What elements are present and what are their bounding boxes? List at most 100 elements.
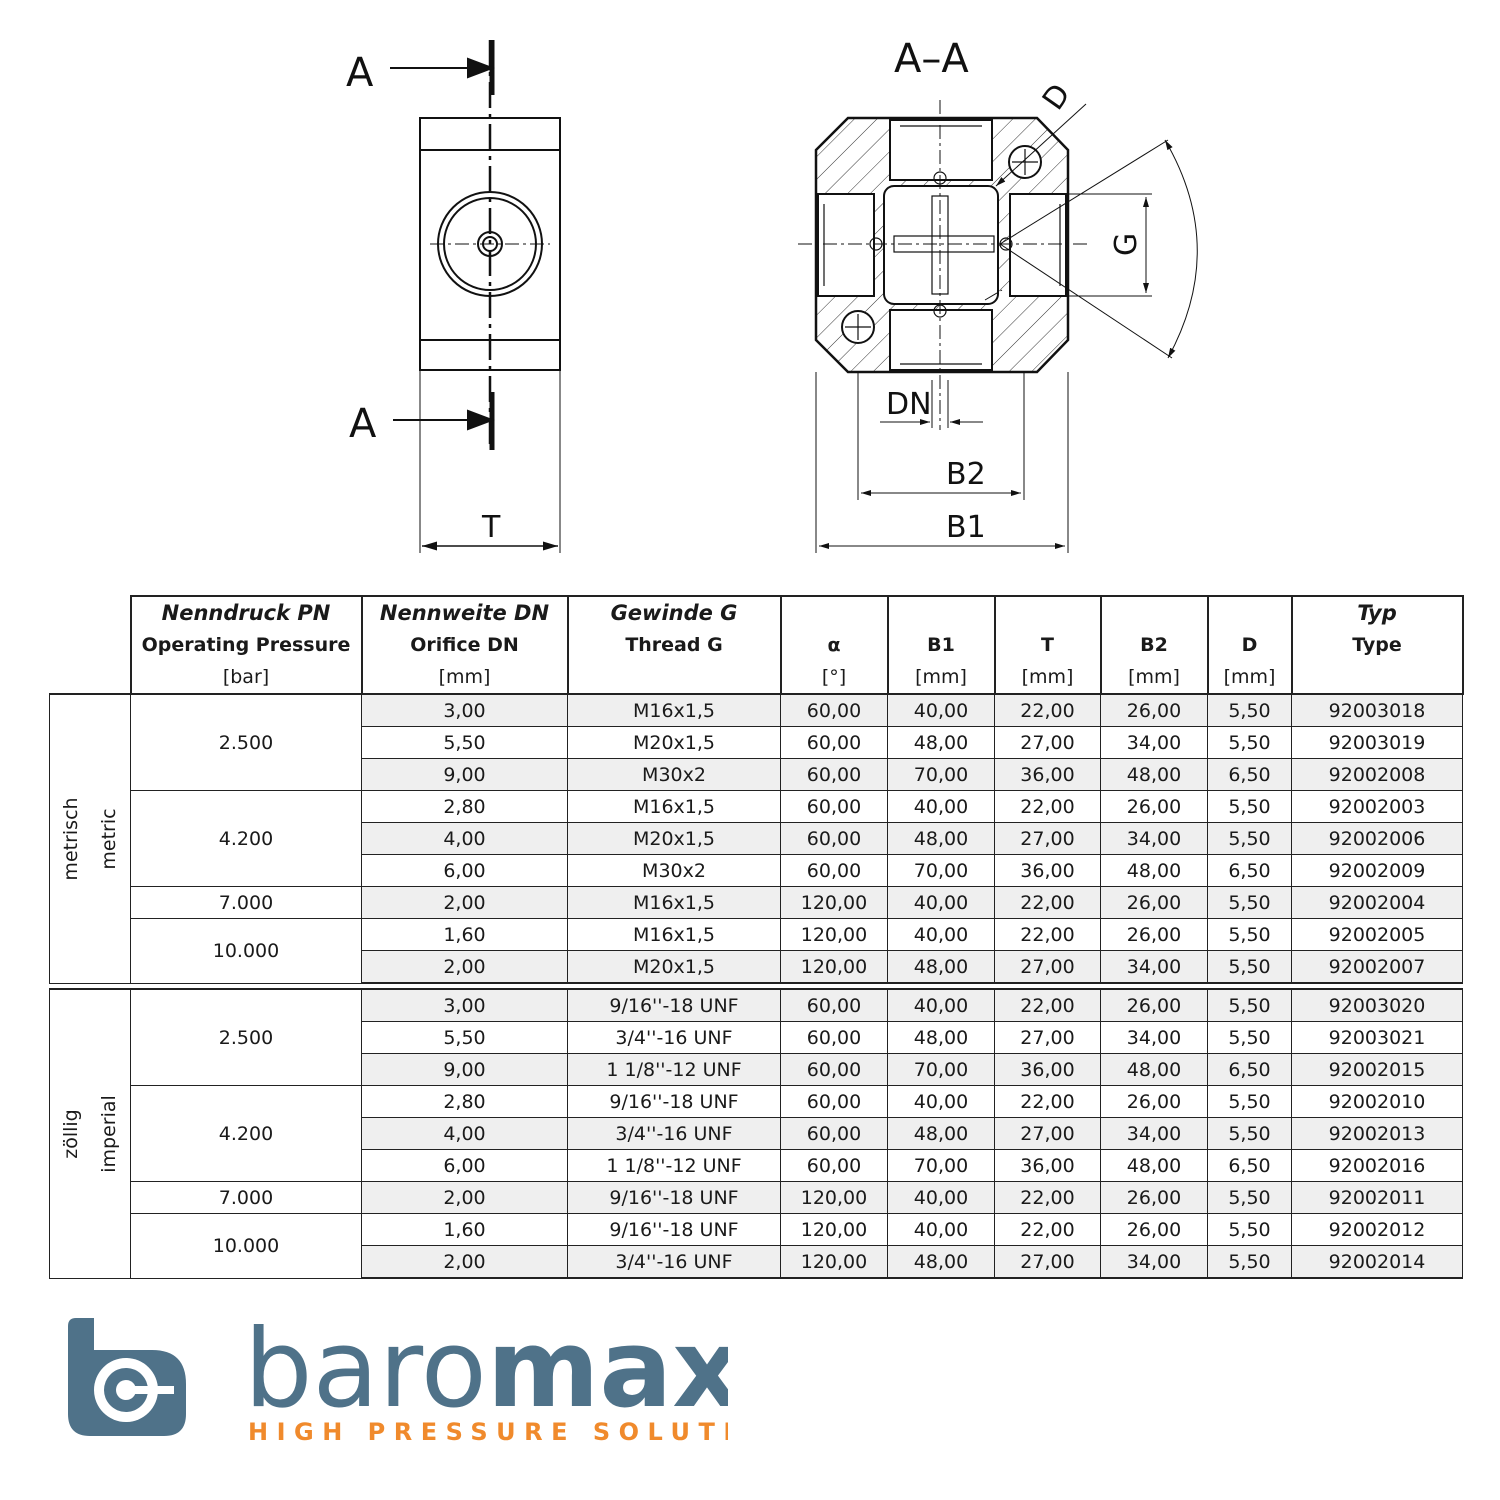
alpha-cell: 60,00 bbox=[780, 854, 888, 887]
type-cell: 92003021 bbox=[1291, 1021, 1463, 1054]
t-cell: 22,00 bbox=[994, 693, 1101, 727]
t-cell: 27,00 bbox=[994, 822, 1101, 855]
type-cell: 92002008 bbox=[1291, 758, 1463, 791]
t-cell: 27,00 bbox=[994, 726, 1101, 759]
b2-cell: 34,00 bbox=[1100, 950, 1208, 984]
orifice-cell: 9,00 bbox=[361, 1053, 568, 1086]
t-cell: 36,00 bbox=[994, 758, 1101, 791]
dim-t-label: T bbox=[481, 510, 501, 545]
t-cell: 36,00 bbox=[994, 854, 1101, 887]
b1-cell: 40,00 bbox=[887, 886, 995, 919]
thread-cell: 9/16''-18 UNF bbox=[567, 988, 781, 1022]
b1-cell: 48,00 bbox=[887, 726, 995, 759]
type-cell: 92002012 bbox=[1291, 1213, 1463, 1246]
specification-table: Nenndruck PN Operating Pressure [bar] Ne… bbox=[49, 595, 1464, 1279]
group-label-en: metric bbox=[98, 808, 120, 870]
unit-group-label: metrisch metric bbox=[49, 693, 131, 984]
type-cell: 92002011 bbox=[1291, 1181, 1463, 1214]
thread-cell: M16x1,5 bbox=[567, 886, 781, 919]
alpha-cell: 60,00 bbox=[780, 790, 888, 823]
thread-cell: M20x1,5 bbox=[567, 822, 781, 855]
orifice-cell: 4,00 bbox=[361, 1117, 568, 1150]
thread-cell: M20x1,5 bbox=[567, 950, 781, 984]
orifice-cell: 2,00 bbox=[361, 886, 568, 919]
alpha-cell: 60,00 bbox=[780, 693, 888, 727]
thread-cell: M16x1,5 bbox=[567, 918, 781, 951]
thread-cell: 3/4''-16 UNF bbox=[567, 1117, 781, 1150]
b2-cell: 26,00 bbox=[1100, 1181, 1208, 1214]
alpha-cell: 60,00 bbox=[780, 1117, 888, 1150]
header-pn: Nenndruck PN Operating Pressure [bar] bbox=[129, 595, 363, 695]
type-cell: 92003020 bbox=[1291, 988, 1463, 1022]
orifice-cell: 5,50 bbox=[361, 1021, 568, 1054]
pressure-cell: 4.200 bbox=[130, 790, 362, 887]
t-cell: 22,00 bbox=[994, 790, 1101, 823]
d-cell: 6,50 bbox=[1207, 1149, 1292, 1182]
t-cell: 27,00 bbox=[994, 1245, 1101, 1279]
type-cell: 92002005 bbox=[1291, 918, 1463, 951]
thread-cell: 9/16''-18 UNF bbox=[567, 1181, 781, 1214]
b1-cell: 40,00 bbox=[887, 918, 995, 951]
group-label-en: imperial bbox=[98, 1094, 120, 1173]
b2-cell: 34,00 bbox=[1100, 1245, 1208, 1279]
group-label-de: metrisch bbox=[60, 797, 82, 881]
b2-cell: 26,00 bbox=[1100, 988, 1208, 1022]
b1-cell: 40,00 bbox=[887, 693, 995, 727]
t-cell: 36,00 bbox=[994, 1149, 1101, 1182]
orifice-cell: 3,00 bbox=[361, 988, 568, 1022]
header-dn: Nennweite DN Orifice DN [mm] bbox=[360, 595, 569, 695]
dim-dn-label: DN bbox=[886, 387, 932, 422]
t-cell: 36,00 bbox=[994, 1053, 1101, 1086]
d-cell: 5,50 bbox=[1207, 988, 1292, 1022]
orifice-cell: 6,00 bbox=[361, 1149, 568, 1182]
orifice-cell: 2,00 bbox=[361, 1181, 568, 1214]
b2-cell: 48,00 bbox=[1100, 1053, 1208, 1086]
alpha-cell: 120,00 bbox=[780, 1245, 888, 1279]
type-cell: 92002014 bbox=[1291, 1245, 1463, 1279]
pressure-cell: 10.000 bbox=[130, 918, 362, 984]
t-cell: 27,00 bbox=[994, 1117, 1101, 1150]
orifice-cell: 1,60 bbox=[361, 918, 568, 951]
b1-cell: 40,00 bbox=[887, 1181, 995, 1214]
d-cell: 5,50 bbox=[1207, 1213, 1292, 1246]
b2-cell: 48,00 bbox=[1100, 1149, 1208, 1182]
orifice-cell: 2,80 bbox=[361, 790, 568, 823]
d-cell: 5,50 bbox=[1207, 1085, 1292, 1118]
d-cell: 5,50 bbox=[1207, 1245, 1292, 1279]
orifice-cell: 2,00 bbox=[361, 950, 568, 984]
thread-cell: 1 1/8''-12 UNF bbox=[567, 1149, 781, 1182]
alpha-cell: 60,00 bbox=[780, 988, 888, 1022]
header-d: D [mm] bbox=[1206, 595, 1293, 695]
b2-cell: 48,00 bbox=[1100, 758, 1208, 791]
b2-cell: 26,00 bbox=[1100, 693, 1208, 727]
thread-cell: M16x1,5 bbox=[567, 693, 781, 727]
b1-cell: 48,00 bbox=[887, 950, 995, 984]
t-cell: 27,00 bbox=[994, 950, 1101, 984]
baromax-logo: baromax HIGH PRESSURE SOLUTIONS bbox=[68, 1318, 728, 1446]
type-cell: 92002015 bbox=[1291, 1053, 1463, 1086]
d-cell: 5,50 bbox=[1207, 693, 1292, 727]
d-cell: 5,50 bbox=[1207, 822, 1292, 855]
type-cell: 92002016 bbox=[1291, 1149, 1463, 1182]
header-type: Typ Type bbox=[1290, 595, 1464, 695]
d-cell: 5,50 bbox=[1207, 726, 1292, 759]
type-cell: 92002006 bbox=[1291, 822, 1463, 855]
alpha-cell: 60,00 bbox=[780, 1021, 888, 1054]
orifice-cell: 9,00 bbox=[361, 758, 568, 791]
dim-g-label: G bbox=[1109, 233, 1144, 256]
alpha-cell: 60,00 bbox=[780, 822, 888, 855]
type-cell: 92002013 bbox=[1291, 1117, 1463, 1150]
b2-cell: 34,00 bbox=[1100, 1117, 1208, 1150]
header-t: T [mm] bbox=[993, 595, 1102, 695]
logo-mark-icon bbox=[68, 1318, 186, 1436]
alpha-cell: 60,00 bbox=[780, 758, 888, 791]
alpha-cell: 120,00 bbox=[780, 886, 888, 919]
d-cell: 5,50 bbox=[1207, 886, 1292, 919]
thread-cell: 9/16''-18 UNF bbox=[567, 1085, 781, 1118]
